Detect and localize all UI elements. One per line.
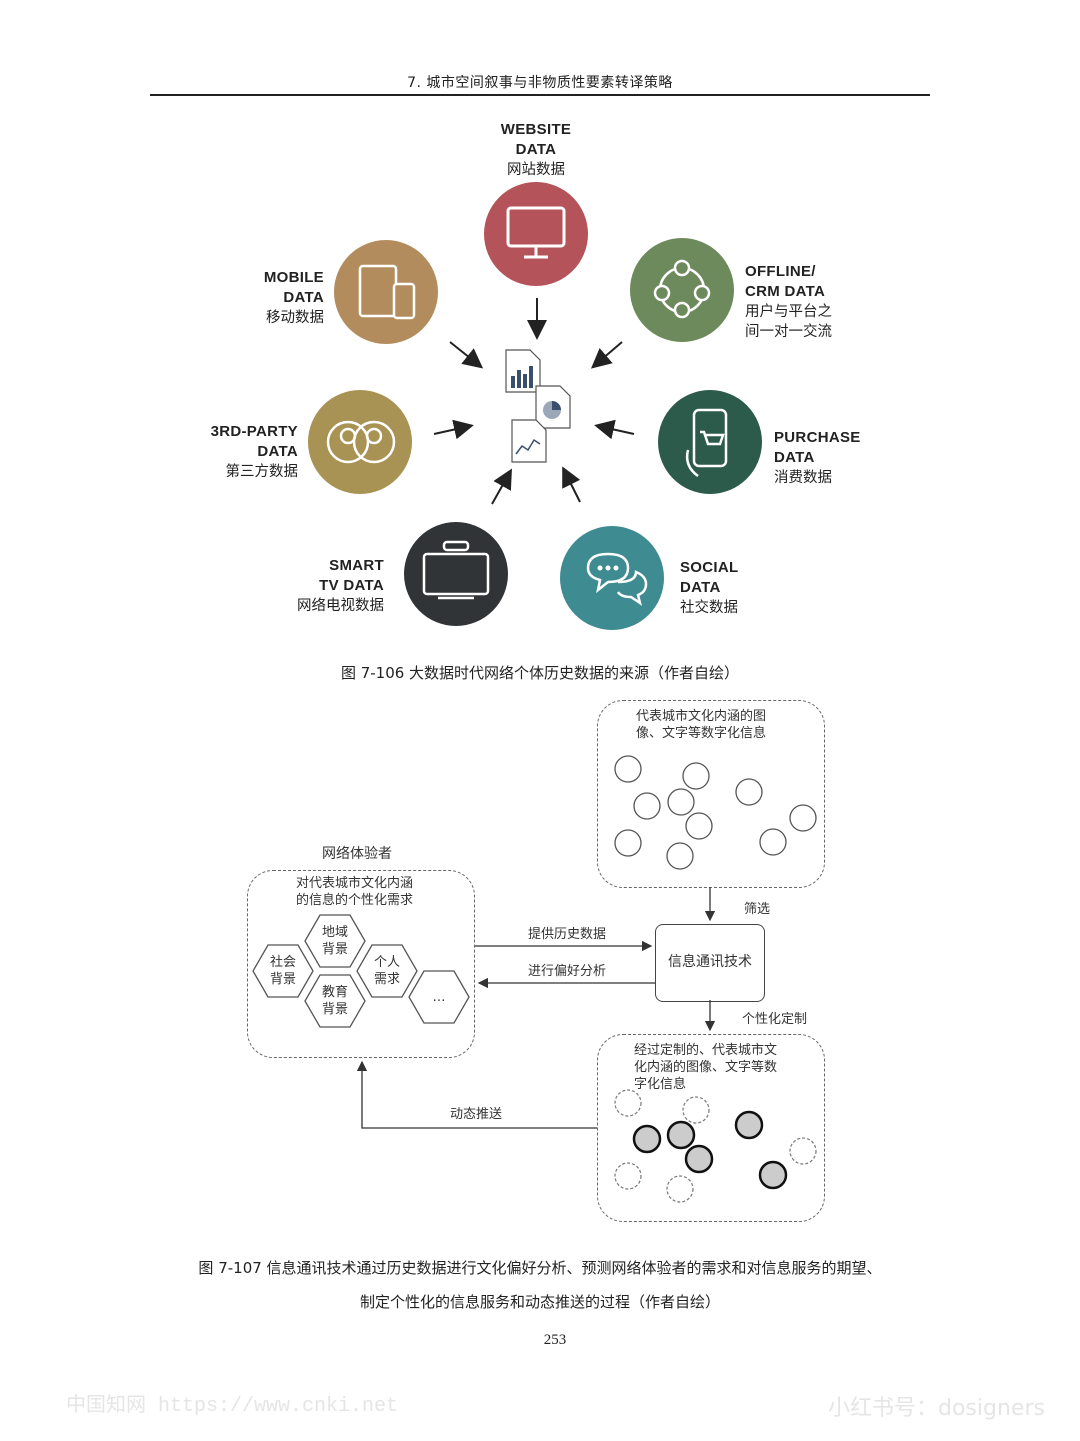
bar-chart-document-icon bbox=[505, 349, 541, 393]
offline-data-circle bbox=[630, 238, 734, 342]
hex-personal-needs: 个人需求 bbox=[373, 955, 400, 987]
third-party-data-circle bbox=[308, 390, 412, 494]
ict-label: 信息通讯技术 bbox=[668, 954, 752, 970]
center-data-documents bbox=[433, 298, 635, 505]
tv-icon bbox=[422, 540, 490, 600]
smart-tv-data-label: SMART TV DATA 网络电视数据 bbox=[297, 557, 384, 614]
digital-info-pool-box bbox=[597, 700, 825, 888]
figure-106-caption: 图 7-106 大数据时代网络个体历史数据的来源（作者自绘） bbox=[340, 664, 740, 682]
xiaohongshu-watermark: 小红书号：dosigners bbox=[828, 1396, 1045, 1421]
ict-box bbox=[655, 924, 765, 1002]
user-needs-hexagons bbox=[252, 914, 470, 1028]
page-number: 253 bbox=[543, 1332, 567, 1348]
running-header: 7. 城市空间叙事与非物质性要素转译策略 bbox=[407, 75, 673, 91]
monitor-icon bbox=[506, 206, 566, 259]
hex-more: … bbox=[432, 990, 446, 1005]
mobile-data-label: MOBILE DATA 移动数据 bbox=[263, 269, 324, 326]
hex-social-background: 社会背景 bbox=[269, 955, 296, 987]
provide-history-label: 提供历史数据 bbox=[528, 927, 607, 942]
network-user-box bbox=[247, 870, 475, 1058]
cnki-watermark: 中国知网 https://www.cnki.net bbox=[66, 1395, 399, 1418]
third-party-data-label: 3RD-PARTY DATA 第三方数据 bbox=[210, 423, 298, 480]
tablet-phone-icon bbox=[358, 264, 416, 320]
figure-107-caption-line1: 图 7-107 信息通讯技术通过历史数据进行文化偏好分析、预测网络体验者的需求和… bbox=[198, 1259, 882, 1277]
digital-info-pool-text: 代表城市文化内涵的图 像、文字等数字化信息 bbox=[636, 709, 767, 741]
preference-analysis-label: 进行偏好分析 bbox=[528, 964, 607, 979]
social-data-label: SOCIAL DATA 社交数据 bbox=[680, 559, 739, 616]
website-data-label: WEBSITE DATA 网站数据 bbox=[500, 121, 572, 178]
phone-cart-icon bbox=[685, 408, 728, 478]
two-people-icon bbox=[326, 420, 396, 464]
user-network-icon bbox=[653, 259, 711, 319]
smart-tv-data-circle bbox=[404, 522, 508, 626]
social-data-circle bbox=[560, 526, 664, 630]
chat-bubbles-icon bbox=[586, 552, 648, 606]
line-chart-document-icon bbox=[511, 419, 547, 463]
hex-education-background: 教育背景 bbox=[321, 985, 348, 1017]
dynamic-push-label: 动态推送 bbox=[450, 1107, 503, 1122]
figure-107-caption-line2: 制定个性化的信息服务和动态推送的过程（作者自绘） bbox=[359, 1293, 720, 1311]
user-needs-text: 对代表城市文化内涵 的信息的个性化需求 bbox=[296, 876, 414, 908]
network-user-title: 网络体验者 bbox=[322, 846, 392, 862]
purchase-data-circle bbox=[658, 390, 762, 494]
customized-info-text: 经过定制的、代表城市文 化内涵的图像、文字等数 字化信息 bbox=[634, 1043, 778, 1092]
website-data-circle bbox=[484, 182, 588, 286]
offline-data-label: OFFLINE/ CRM DATA 用户与平台之 间一对一交流 bbox=[745, 263, 832, 340]
customized-info-box bbox=[597, 1034, 825, 1222]
purchase-data-label: PURCHASE DATA 消费数据 bbox=[774, 429, 861, 486]
mobile-data-circle bbox=[334, 240, 438, 344]
header-rule bbox=[150, 94, 930, 96]
filter-label: 筛选 bbox=[744, 902, 771, 917]
pie-chart-document-icon bbox=[535, 385, 571, 429]
hex-region-background: 地域背景 bbox=[321, 925, 348, 957]
customize-label: 个性化定制 bbox=[742, 1012, 808, 1027]
